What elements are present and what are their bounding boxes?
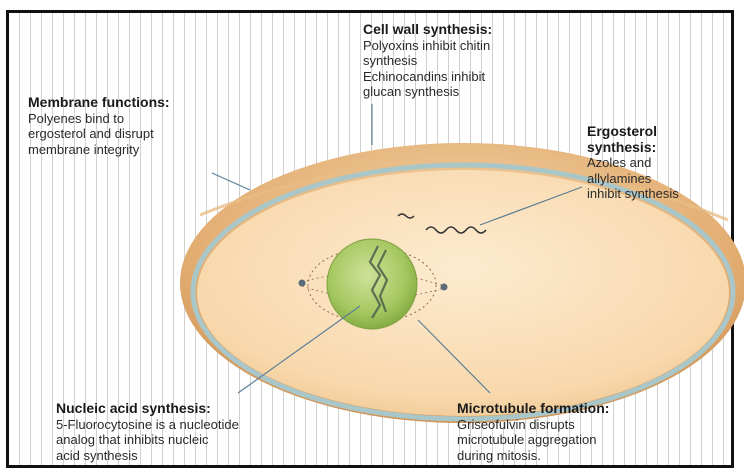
nucleic-acid-annotation: Nucleic acid synthesis: 5-Fluorocytosine… [56, 401, 239, 463]
ergosterol-annotation: Ergosterol synthesis: Azoles and allylam… [587, 124, 679, 202]
microtubule-line: microtubule aggregation [457, 432, 609, 448]
nucleic-acid-line: acid synthesis [56, 448, 239, 464]
cell-wall-line: Polyoxins inhibit chitin [363, 38, 492, 54]
cell-wall-annotation: Cell wall synthesis: Polyoxins inhibit c… [363, 22, 492, 100]
cell-wall-title: Cell wall synthesis: [363, 22, 492, 38]
ergosterol-line: allylamines [587, 171, 679, 187]
centrosome-right [441, 284, 448, 291]
membrane-line: membrane integrity [28, 142, 170, 158]
cytoplasm [197, 170, 729, 416]
ergosterol-line: inhibit synthesis [587, 186, 679, 202]
membrane-line: Polyenes bind to [28, 111, 170, 127]
cell-wall-line: glucan synthesis [363, 84, 492, 100]
microtubule-annotation: Microtubule formation: Griseofulvin disr… [457, 401, 609, 463]
microtubule-line: Griseofulvin disrupts [457, 417, 609, 433]
ergosterol-title-cont: synthesis: [587, 140, 679, 156]
centrosome-left [299, 280, 306, 287]
nucleic-acid-line: analog that inhibits nucleic [56, 432, 239, 448]
microtubule-title: Microtubule formation: [457, 401, 609, 417]
nucleus [327, 239, 417, 329]
membrane-line: ergosterol and disrupt [28, 126, 170, 142]
membrane-title: Membrane functions: [28, 95, 170, 111]
membrane-annotation: Membrane functions: Polyenes bind to erg… [28, 95, 170, 157]
leader-membrane [212, 173, 250, 190]
cell-wall-line: Echinocandins inhibit [363, 69, 492, 85]
microtubule-line: during mitosis. [457, 448, 609, 464]
ergosterol-title: Ergosterol [587, 124, 679, 140]
nucleic-acid-line: 5-Fluorocytosine is a nucleotide [56, 417, 239, 433]
nucleic-acid-title: Nucleic acid synthesis: [56, 401, 239, 417]
ergosterol-line: Azoles and [587, 155, 679, 171]
cell-wall-line: synthesis [363, 53, 492, 69]
